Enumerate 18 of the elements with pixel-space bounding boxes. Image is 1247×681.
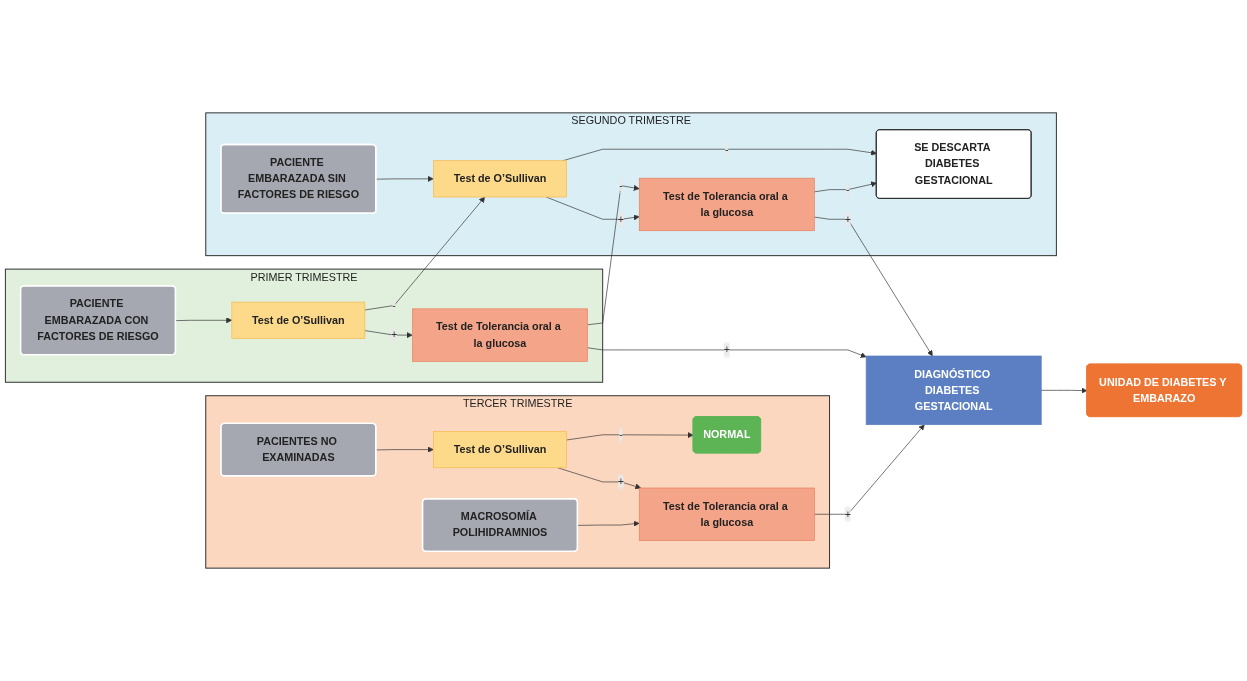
node-box: Test de Tolerancia oral a la glucosa <box>638 487 815 541</box>
node-box: DIAGNÓSTICO DIABETES GESTACIONAL <box>865 355 1042 426</box>
node-box: Test de Tolerancia oral a la glucosa <box>638 177 815 232</box>
edge-label: + <box>723 343 730 356</box>
edge-label: + <box>617 213 625 225</box>
edge-label: - <box>846 183 850 196</box>
edge-label: + <box>844 508 851 520</box>
edge-label: + <box>844 213 851 225</box>
node-box: Test de O’Sullivan <box>433 431 567 469</box>
edge-label: - <box>619 179 623 191</box>
node-box: Test de O’Sullivan <box>231 301 366 339</box>
edge-label: - <box>392 299 396 311</box>
node-box: Test de Tolerancia oral a la glucosa <box>412 308 588 362</box>
edge-label: - <box>725 143 729 155</box>
edge-label: + <box>390 329 398 341</box>
edge-label: + <box>617 475 625 488</box>
edge-label: - <box>619 428 623 441</box>
node-box: Test de O’Sullivan <box>433 160 567 198</box>
